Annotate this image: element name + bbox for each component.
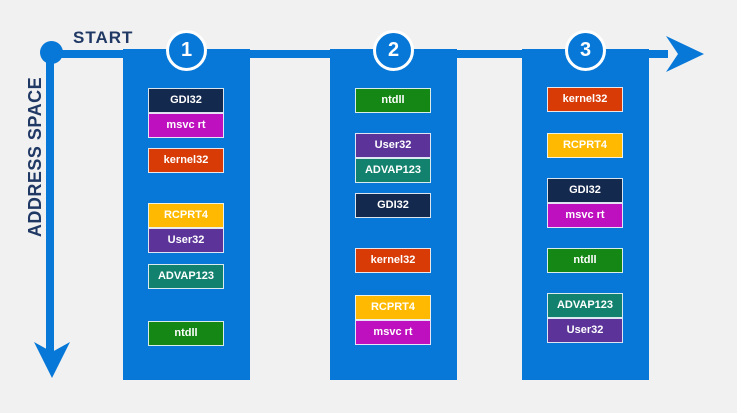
module-block-gdi32: GDI32	[355, 193, 431, 218]
arrow-down-icon	[34, 342, 70, 378]
module-block-ntdll: ntdll	[355, 88, 431, 113]
module-block-kernel32: kernel32	[547, 87, 623, 112]
step-circle-1: 1	[166, 30, 207, 71]
module-block-gdi32: GDI32	[148, 88, 224, 113]
module-block-ntdll: ntdll	[148, 321, 224, 346]
address-space-label: ADDRESS SPACE	[25, 76, 45, 238]
module-block-user32: User32	[148, 228, 224, 253]
module-block-kernel32: kernel32	[355, 248, 431, 273]
module-block-gdi32: GDI32	[547, 178, 623, 203]
module-block-msvc-rt: msvc rt	[148, 113, 224, 138]
step-circle-2: 2	[373, 30, 414, 71]
module-block-advap123: ADVAP123	[355, 158, 431, 183]
address-space-axis-line	[46, 52, 54, 352]
start-dot-icon	[40, 41, 63, 64]
module-block-msvc-rt: msvc rt	[355, 320, 431, 345]
module-block-rcprt4: RCPRT4	[148, 203, 224, 228]
arrow-right-icon	[666, 36, 704, 72]
module-block-user32: User32	[547, 318, 623, 343]
module-block-rcprt4: RCPRT4	[355, 295, 431, 320]
step-circle-3: 3	[565, 30, 606, 71]
module-block-advap123: ADVAP123	[148, 264, 224, 289]
module-block-rcprt4: RCPRT4	[547, 133, 623, 158]
start-label: START	[73, 28, 134, 47]
module-block-advap123: ADVAP123	[547, 293, 623, 318]
module-block-kernel32: kernel32	[148, 148, 224, 173]
module-block-user32: User32	[355, 133, 431, 158]
module-block-msvc-rt: msvc rt	[547, 203, 623, 228]
module-block-ntdll: ntdll	[547, 248, 623, 273]
